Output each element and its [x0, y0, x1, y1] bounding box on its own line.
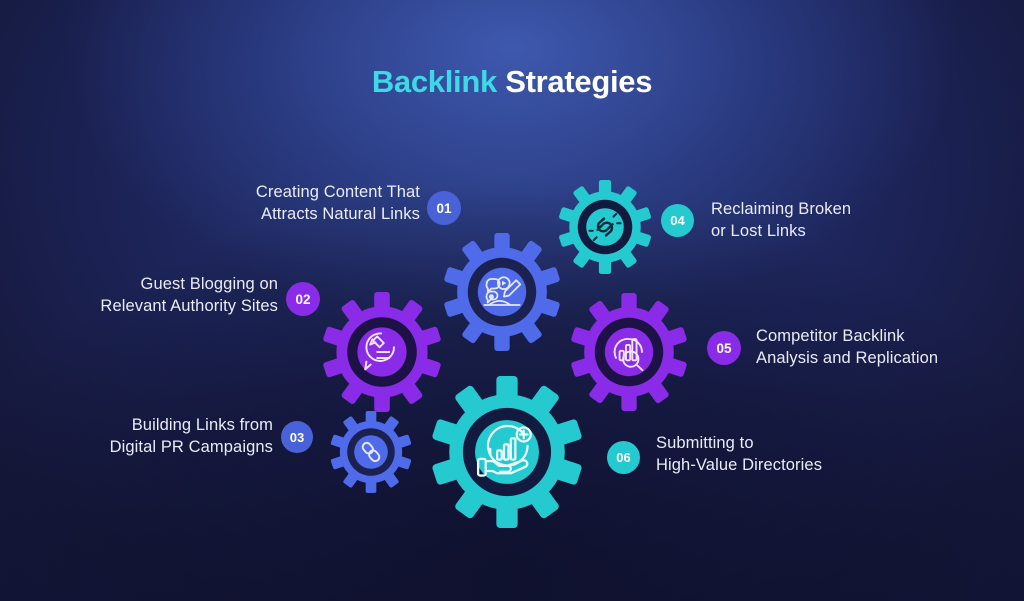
- content-creation-icon: [483, 276, 522, 306]
- label-04-line2: or Lost Links: [711, 221, 806, 240]
- broken-link-icon: [588, 212, 622, 242]
- badge-04[interactable]: 04: [661, 204, 694, 237]
- label-03: Building Links from Digital PR Campaigns: [110, 415, 273, 458]
- label-05-line2: Analysis and Replication: [756, 348, 939, 367]
- gear-06[interactable]: [431, 376, 583, 528]
- page-title: Backlink Strategies: [0, 64, 1024, 100]
- gear-05[interactable]: [570, 293, 688, 411]
- badge-04-number: 04: [670, 213, 685, 228]
- badge-01[interactable]: 01: [427, 191, 461, 225]
- hand-growth-chart-icon: [476, 424, 532, 477]
- label-05: Competitor Backlink Analysis and Replica…: [756, 326, 938, 369]
- gear-04[interactable]: [558, 180, 652, 274]
- badge-02[interactable]: 02: [286, 282, 320, 316]
- label-02-line2: Relevant Authority Sites: [100, 296, 278, 315]
- chain-link-icon: [361, 441, 381, 463]
- label-03-line2: Digital PR Campaigns: [109, 437, 273, 456]
- label-06: Submitting to High-Value Directories: [656, 433, 822, 476]
- label-03-line1: Building Links from: [131, 416, 273, 434]
- label-05-line1: Competitor Backlink: [756, 327, 905, 345]
- badge-02-number: 02: [295, 291, 311, 307]
- gear-01[interactable]: [443, 233, 561, 351]
- badge-06-number: 06: [616, 450, 631, 465]
- label-02: Guest Blogging on Relevant Authority Sit…: [100, 274, 278, 317]
- badge-06[interactable]: 06: [607, 441, 640, 474]
- gear-04-shape: [559, 180, 651, 274]
- page-title-plain: Strategies: [496, 64, 653, 99]
- label-01-line1: Creating Content That: [255, 183, 420, 201]
- label-02-line1: Guest Blogging on: [140, 275, 278, 293]
- gear-03[interactable]: [330, 411, 412, 493]
- badge-03[interactable]: 03: [281, 421, 313, 453]
- badge-01-number: 01: [436, 200, 452, 216]
- label-04-line1: Reclaiming Broken: [711, 200, 852, 218]
- label-06-line1: Submitting to: [656, 434, 754, 452]
- badge-03-number: 03: [289, 429, 305, 445]
- label-06-line2: High-Value Directories: [656, 455, 823, 474]
- blog-post-edit-icon: [364, 332, 395, 371]
- chart-magnifier-icon: [613, 338, 644, 372]
- label-01-line2: Attracts Natural Links: [260, 204, 420, 223]
- page-title-accent: Backlink: [371, 64, 497, 99]
- label-01: Creating Content That Attracts Natural L…: [256, 182, 420, 225]
- gear-02[interactable]: [322, 292, 442, 412]
- badge-05-number: 05: [716, 340, 732, 356]
- badge-05[interactable]: 05: [707, 331, 741, 365]
- label-04: Reclaiming Broken or Lost Links: [711, 199, 851, 242]
